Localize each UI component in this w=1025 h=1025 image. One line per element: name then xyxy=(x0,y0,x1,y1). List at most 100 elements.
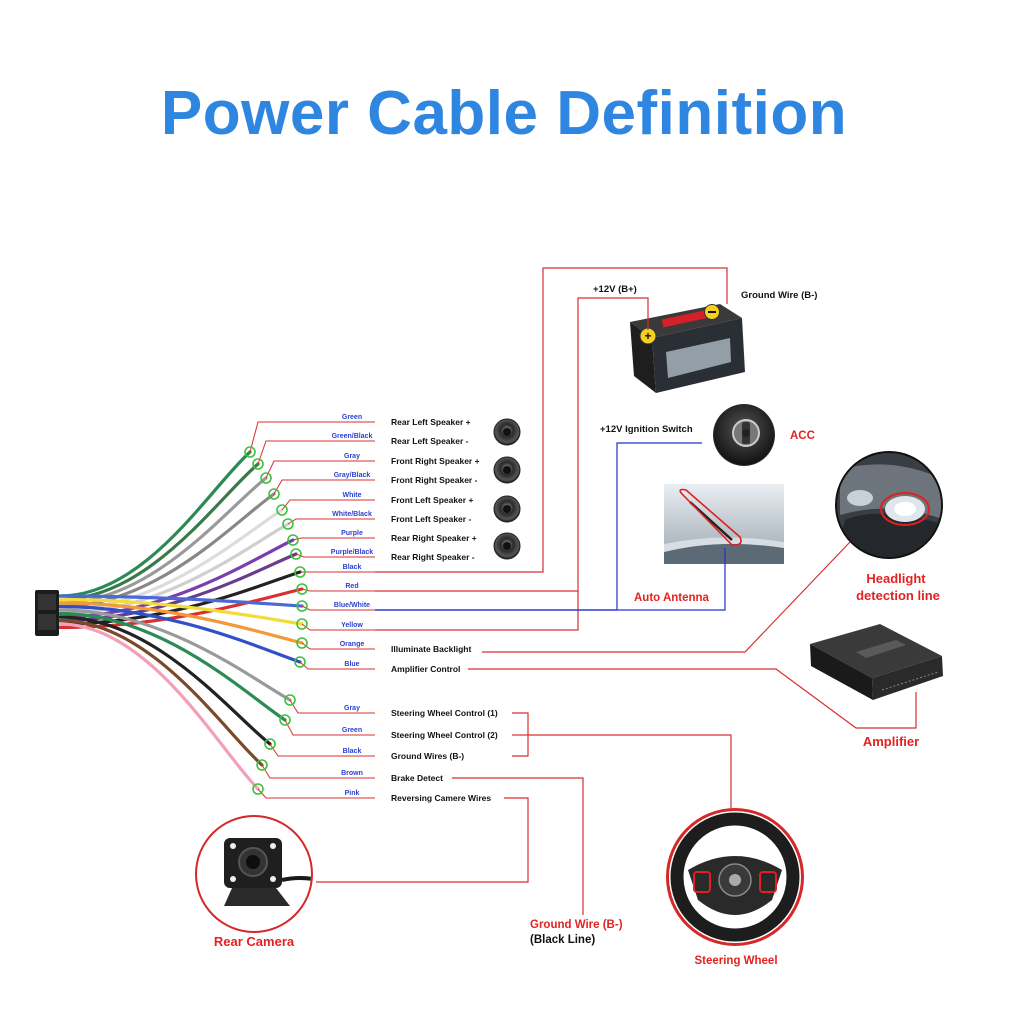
row-leader-14 xyxy=(289,699,375,714)
wire-function-label: Amplifier Control xyxy=(391,664,460,674)
wire-marker-18 xyxy=(252,783,264,795)
page-title: Power Cable Definition xyxy=(160,79,848,148)
wire-marker-1 xyxy=(252,458,264,470)
wire-marker-0 xyxy=(244,446,256,458)
wire-color-label: Purple xyxy=(341,530,363,537)
wire-function-label: Rear Right Speaker - xyxy=(391,552,475,562)
wire-function-label: Rear Right Speaker + xyxy=(391,533,477,543)
row-leader-11 xyxy=(301,623,375,631)
wire-marker-5 xyxy=(282,518,294,530)
row-leader-12 xyxy=(301,642,375,650)
wire-function-label: Brake Detect xyxy=(391,773,443,783)
wire-marker-12 xyxy=(296,637,308,649)
wire-12 xyxy=(58,601,304,645)
wire-marker-17 xyxy=(256,759,268,771)
wire-color-label: Black xyxy=(343,748,362,755)
steering-wheel-label: Steering Wheel xyxy=(694,955,777,967)
wire-color-label: Yellow xyxy=(341,622,363,629)
wire-color-label: White/Black xyxy=(332,511,372,518)
wire-function-label: Front Left Speaker + xyxy=(391,495,473,505)
headlight-icon xyxy=(835,451,943,559)
headlight-label-2: detection line xyxy=(856,588,940,603)
steering-wheel-icon xyxy=(666,808,804,946)
speaker-icon xyxy=(493,456,521,484)
wire-function-label: Ground Wires (B-) xyxy=(391,751,464,761)
wire-marker-14 xyxy=(284,694,296,706)
leader-lines xyxy=(316,267,917,915)
wire-color-label: Green/Black xyxy=(332,433,373,440)
wire-marker-10 xyxy=(296,600,308,612)
row-leader-7 xyxy=(295,553,375,558)
wire-5 xyxy=(58,522,290,616)
blue-leader-lines xyxy=(375,442,726,611)
ignition-label: +12V Ignition Switch xyxy=(600,424,693,435)
car-antenna-icon xyxy=(664,484,784,564)
wire-16 xyxy=(58,615,272,746)
wire-marker-3 xyxy=(268,488,280,500)
amplifier-label: Amplifier xyxy=(863,734,919,749)
wire-function-label: Reversing Camere Wires xyxy=(391,793,491,803)
wire-color-label: Green xyxy=(342,727,362,734)
row-leader-1 xyxy=(257,440,375,465)
wire-function-label: Front Left Speaker - xyxy=(391,514,471,524)
row-leader-13 xyxy=(299,661,375,670)
wire-marker-2 xyxy=(260,472,272,484)
speaker-icon xyxy=(493,532,521,560)
row-leader-6 xyxy=(292,537,375,541)
svg-text:+: + xyxy=(644,329,651,343)
wire-marker-9 xyxy=(296,583,308,595)
wire-color-label: Gray xyxy=(344,453,360,460)
rear-camera-icon xyxy=(195,815,313,933)
wire-color-label: Orange xyxy=(340,641,365,648)
wire-color-label: Purple/Black xyxy=(331,549,374,556)
wire-marker-6 xyxy=(287,534,299,546)
wire-marker-8 xyxy=(294,566,306,578)
harness-connector xyxy=(35,590,59,636)
wire-color-label: Brown xyxy=(341,770,363,777)
row-leader-10 xyxy=(301,605,375,611)
wire-15 xyxy=(58,611,287,722)
speaker-icon xyxy=(493,495,521,523)
wire-marker-13 xyxy=(294,656,306,668)
wire-marker-4 xyxy=(276,504,288,516)
wire-function-label: Rear Left Speaker + xyxy=(391,417,471,427)
amplifier-icon xyxy=(810,624,943,700)
ignition-key-icon xyxy=(713,404,775,466)
wire-11 xyxy=(58,597,304,626)
wire-color-label: Green xyxy=(342,414,362,421)
wire-color-label: Blue xyxy=(344,661,359,668)
speaker-icon xyxy=(493,418,521,446)
row-leader-5 xyxy=(287,518,375,525)
wire-marker-15 xyxy=(279,714,291,726)
wire-17 xyxy=(58,618,264,767)
wire-color-label: Gray/Black xyxy=(334,472,371,479)
ground-top-label: Ground Wire (B-) xyxy=(741,290,817,301)
wire-function-label: Rear Left Speaker - xyxy=(391,436,469,446)
wire-10 xyxy=(58,594,304,608)
wire-function-label: Steering Wheel Control (2) xyxy=(391,730,498,740)
wire-marker-16 xyxy=(264,738,276,750)
row-leader-4 xyxy=(281,499,375,511)
wire-color-label: Pink xyxy=(345,790,360,797)
wire-color-label: Black xyxy=(343,564,362,571)
wire-13 xyxy=(58,604,302,664)
wire-color-label: Blue/White xyxy=(334,602,370,609)
wire-marker-11 xyxy=(296,618,308,630)
row-leader-18 xyxy=(257,788,375,799)
wire-function-label: Steering Wheel Control (1) xyxy=(391,708,498,718)
row-leader-9 xyxy=(301,588,375,592)
ground-bottom-label: Ground Wire (B-) xyxy=(530,919,623,931)
wire-18 xyxy=(58,622,260,791)
wire-color-label: Gray xyxy=(344,705,360,712)
wire-color-label: White xyxy=(342,492,361,499)
wire-color-label: Red xyxy=(345,583,358,590)
black-line-label: (Black Line) xyxy=(530,934,595,946)
wire-marker-7 xyxy=(290,548,302,560)
battery-icon: + xyxy=(630,304,745,393)
wire-14 xyxy=(58,608,292,702)
acc-label: ACC xyxy=(790,430,815,442)
auto-antenna-label: Auto Antenna xyxy=(634,592,710,604)
row-leader-2 xyxy=(265,460,375,479)
